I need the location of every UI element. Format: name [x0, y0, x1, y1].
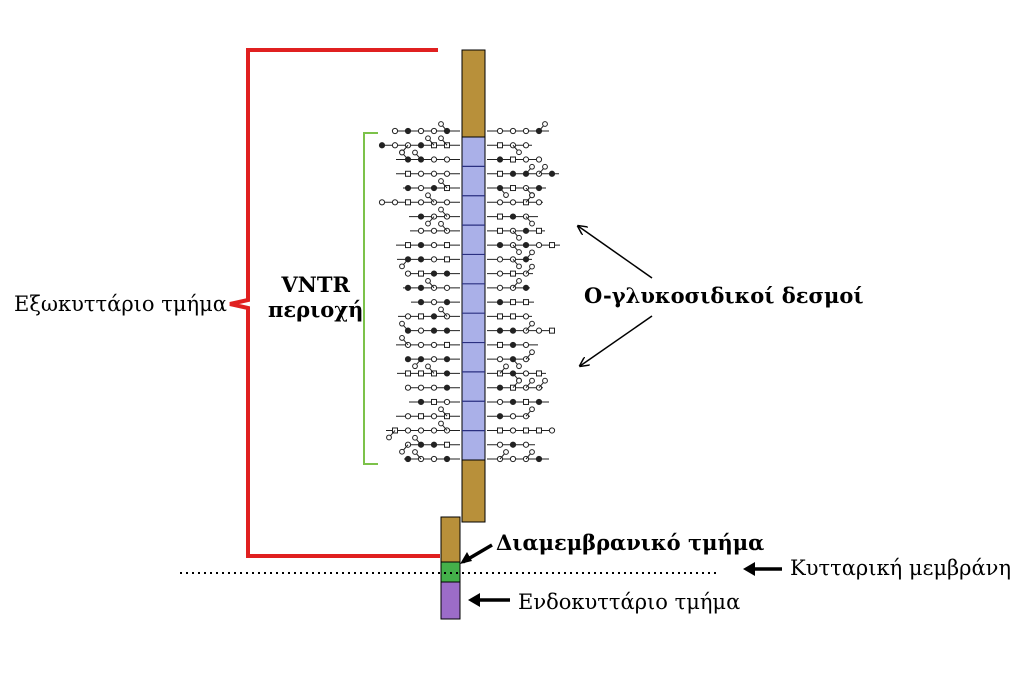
glycan-chain	[396, 335, 460, 349]
glycan-chain	[396, 170, 460, 177]
vntr-block	[461, 136, 486, 461]
glycan-chain	[487, 299, 534, 306]
glycan-chain	[487, 277, 530, 291]
glycan-chain	[487, 341, 538, 349]
glycan-chain	[487, 142, 532, 156]
glycan-chain	[487, 192, 543, 206]
arrow-intracellular	[468, 593, 510, 607]
arrow-to-glycans-lower	[580, 315, 653, 366]
glycan-chain	[487, 227, 545, 241]
glycan-chain	[396, 241, 460, 249]
vntr-label-line1: VNTR	[281, 272, 350, 297]
glycan-chain	[487, 163, 559, 177]
glycan-chain	[487, 263, 535, 277]
glycan-chain	[396, 149, 460, 163]
arrow-to-glycans-upper	[578, 226, 653, 279]
glycan-chain	[487, 441, 535, 448]
glycan-chain	[396, 406, 460, 420]
glycan-chain	[404, 270, 460, 277]
glycan-chain	[409, 398, 460, 406]
glycan-chain	[410, 220, 460, 234]
vntr-label-line2: περιοχή	[268, 297, 364, 323]
glycan-chain	[399, 434, 460, 455]
glycan-chain	[487, 156, 543, 163]
arrow-transmembrane	[460, 543, 493, 564]
glycan-chain	[487, 121, 549, 135]
vntr-bracket	[363, 132, 378, 465]
glycan-chain	[487, 349, 535, 370]
glycan-chain	[487, 249, 535, 270]
glycan-chain	[487, 241, 560, 255]
glycan-chain	[404, 384, 460, 391]
glycan-chain	[404, 449, 460, 463]
glycan-chain	[378, 192, 460, 206]
glycan-chain	[487, 398, 549, 406]
glycan-chain	[403, 277, 460, 291]
glycan-chain	[403, 178, 460, 192]
glycan-chain	[399, 320, 460, 334]
glycan-chain	[409, 206, 460, 227]
glycan-chain	[397, 363, 460, 377]
glycan-chain	[487, 377, 548, 391]
glycan-chain	[378, 135, 460, 156]
glycan-chain	[487, 184, 546, 198]
glycan-chain	[404, 356, 460, 370]
glycan-chain	[411, 299, 460, 306]
glycan-chain	[487, 427, 556, 434]
glycan-chain	[397, 256, 460, 270]
glycan-chain	[487, 213, 538, 227]
glycan-chains	[378, 121, 560, 463]
glycan-chain	[391, 121, 460, 135]
intracellular-segment	[440, 581, 461, 620]
subunit-stem	[440, 516, 461, 563]
vntr-repeat-dividers	[462, 165, 485, 432]
vntr-label: VNTR περιοχή	[268, 272, 363, 322]
cell-membrane-label: Κυτταρική μεμβράνη	[790, 556, 1012, 580]
extracellular-stem-bottom	[461, 459, 486, 523]
transmembrane-label: Διαμεμβρανικό τμήμα	[496, 530, 765, 555]
extracellular-stem-top	[461, 49, 486, 138]
glycan-chain	[398, 306, 460, 320]
o-glycosidic-label: O-γλυκοσιδικοί δεσμοί	[584, 283, 864, 308]
glycan-chain	[386, 420, 460, 441]
extracellular-label: Εξωκυττάριο τμήμα	[14, 292, 227, 316]
intracellular-label: Ενδοκυττάριο τμήμα	[518, 590, 741, 614]
glycan-chain	[487, 320, 555, 334]
extracellular-bracket	[229, 48, 440, 558]
glycan-chain	[487, 449, 549, 463]
glycan-chain	[487, 313, 532, 320]
glycan-chain	[487, 406, 535, 420]
arrow-cell-membrane	[743, 562, 782, 576]
